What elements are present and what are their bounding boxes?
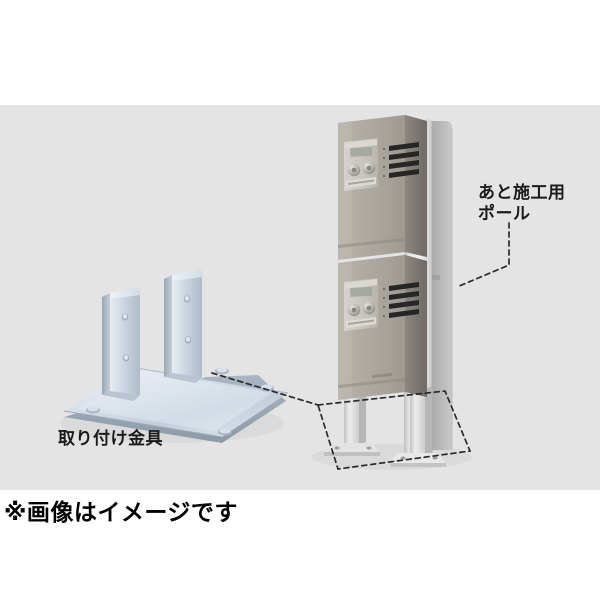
lower-louver-3: [389, 300, 419, 309]
leg-left-anchor-hole: [334, 446, 340, 450]
lower-panel-label-text: [348, 319, 374, 325]
pole-label: あと施工用 ポール: [478, 183, 566, 224]
upper-louver-dot-3: [382, 165, 386, 169]
bracket-plate-hole-near-right-inner: [219, 428, 231, 434]
upper-louver-dot-4: [382, 174, 386, 178]
tab-left-thickness: [102, 293, 110, 395]
tab-left-hole-lower-inner: [123, 355, 129, 360]
tab-left-bend: [102, 391, 140, 401]
tab-left-hole-upper-inner: [122, 314, 128, 319]
illustration-graphic: [60, 115, 510, 470]
lower-panel-knob-right-center: [366, 305, 372, 311]
illustration-panel: 取り付け金具 あと施工用 ポール: [0, 105, 600, 490]
leg-left-front: [344, 391, 359, 445]
leg-right-side: [425, 386, 432, 455]
upper-panel-display: [350, 146, 373, 157]
tab-right-face: [172, 269, 202, 377]
upper-panel-label-text: [348, 179, 374, 185]
installation-footprint-outline: [316, 390, 472, 470]
upper-louver-1: [389, 142, 419, 151]
tab-right-hole-upper-inner: [184, 296, 190, 301]
upper-unit-vent-louvers: [382, 142, 419, 178]
bracket-upright-tab-left: [102, 287, 140, 401]
water-heater-upper: [338, 115, 427, 260]
lower-panel-display: [350, 286, 373, 297]
upper-louver-2: [389, 151, 419, 160]
image-disclaimer-note: ※画像はイメージです: [4, 500, 238, 526]
lower-louver-dot-3: [382, 305, 386, 309]
upper-panel-knob-left-center: [351, 167, 357, 173]
lower-unit-side-face: [405, 255, 427, 397]
upper-louver-4: [389, 169, 419, 178]
leg-left-side: [359, 388, 366, 445]
pole-legs: [324, 386, 446, 467]
leg-left-footplate: [324, 443, 380, 452]
lower-louver-4: [389, 309, 419, 318]
pole-leg-right: [390, 386, 446, 467]
bracket-leader-segment: [211, 372, 319, 406]
upper-unit-side-face: [405, 115, 427, 257]
lower-panel-top-strip: [345, 279, 377, 289]
upper-unit-bottom-trim: [338, 238, 405, 248]
pole-joint-notch: [432, 275, 440, 280]
upper-louver-3: [389, 160, 419, 169]
lower-panel-knob-left-center: [351, 307, 357, 313]
leg-left-anchor-hole-2: [366, 446, 372, 450]
bracket-plate-hole-near-left-inner: [87, 406, 99, 412]
water-heater-lower: [338, 255, 427, 400]
pole-leader-segment: [456, 222, 510, 288]
lower-louver-2: [389, 291, 419, 300]
lower-louver-1: [389, 282, 419, 291]
bracket-upright-tab-right: [164, 269, 202, 383]
lower-unit-bottom-trim: [338, 378, 405, 388]
bracket-plate-near-edge: [63, 410, 223, 438]
lower-unit-control-panel: [344, 278, 378, 331]
tab-right-hole-lower-inner: [185, 337, 191, 342]
lower-louver-dot-1: [382, 287, 386, 291]
upper-panel-knob-right-center: [366, 165, 372, 171]
bracket-leader-line: [211, 372, 319, 406]
footprint-parallelogram: [316, 390, 472, 470]
leg-right-anchor-hole: [400, 456, 406, 460]
post-pole-assembly: [312, 115, 472, 470]
mounting-bracket: [60, 269, 289, 443]
bracket-label: 取り付け金具: [58, 429, 163, 449]
tab-right-thickness: [164, 275, 172, 377]
upper-unit-control-panel: [344, 138, 378, 191]
leg-right-anchor-hole-2: [432, 456, 438, 460]
pole-leg-left: [324, 388, 380, 456]
upper-louver-dot-1: [382, 147, 386, 151]
lower-unit-brand-mark: [372, 373, 392, 378]
upper-panel-top-strip: [345, 139, 377, 149]
tab-right-top-highlight: [172, 269, 202, 281]
lower-louver-dot-2: [382, 296, 386, 300]
upper-louver-dot-2: [382, 156, 386, 160]
pole-leader-line: [456, 222, 510, 288]
leg-right-front: [410, 389, 425, 455]
tab-left-face: [110, 287, 140, 395]
leg-right-footplate-edge: [390, 463, 446, 467]
tab-right-bend: [164, 373, 202, 383]
leg-left-footplate-edge: [324, 452, 380, 456]
lower-louver-dot-4: [382, 314, 386, 318]
tab-left-top-highlight: [110, 287, 140, 299]
bracket-plate-hole-far-left-inner: [216, 367, 228, 373]
lower-unit-vent-louvers: [382, 282, 419, 318]
